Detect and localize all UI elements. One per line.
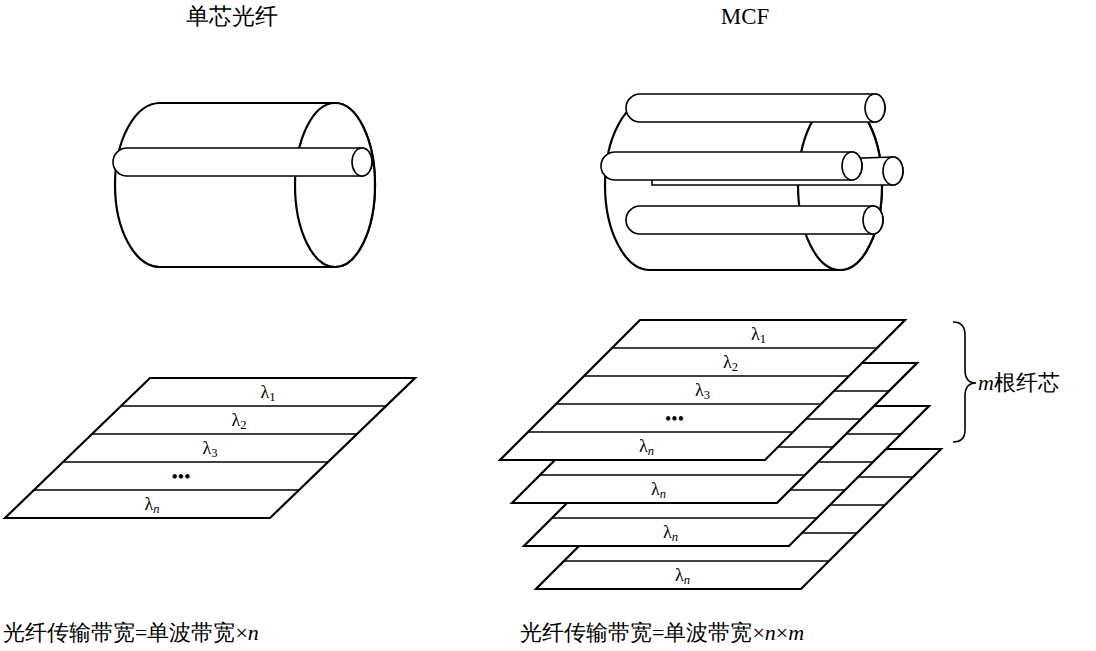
band-divider	[528, 431, 793, 433]
plane-border	[5, 378, 415, 518]
bracket	[953, 322, 976, 442]
band-divider	[592, 532, 857, 534]
band-divider	[63, 461, 328, 463]
figure-title: 单芯光纤	[186, 5, 278, 28]
figure-title: MCF	[721, 5, 770, 28]
bandwidth-caption: 光纤传输带宽=单波带宽×n	[3, 622, 259, 644]
band-divider	[540, 474, 805, 476]
wavelength-label: λn	[651, 480, 666, 501]
wavelength-label: λ1	[260, 383, 275, 404]
wavelength-label: λn	[639, 437, 654, 458]
band-divider	[624, 390, 889, 392]
wavelength-label: λn	[675, 566, 690, 587]
band-divider	[121, 405, 386, 407]
band-divider	[596, 418, 861, 420]
band-divider	[552, 517, 817, 519]
fiber-cladding	[115, 103, 375, 267]
band-divider	[564, 560, 829, 562]
core-end	[883, 157, 903, 185]
wavelength-label: λn	[144, 495, 159, 516]
fiber-core	[113, 148, 372, 176]
band-divider	[34, 489, 299, 491]
plane-border	[536, 449, 941, 589]
band-divider	[556, 403, 821, 405]
wavelength-label: λ3	[202, 439, 217, 460]
band-divider	[612, 347, 877, 349]
band-divider	[584, 375, 849, 377]
wavelength-label: λ1	[751, 325, 766, 346]
core-end	[352, 148, 372, 176]
band-divider	[648, 476, 913, 478]
wavelength-label: λ3	[695, 381, 710, 402]
fiber-core	[601, 152, 862, 180]
core-end	[842, 152, 862, 180]
bandwidth-caption: 光纤传输带宽=单波带宽×n×m	[520, 622, 804, 644]
core-end	[863, 206, 883, 234]
wavelength-label: •••	[172, 468, 191, 486]
band-divider	[608, 461, 873, 463]
wavelength-plane: λ1 λ2 λ3 ••• λn	[500, 320, 905, 460]
wavelength-label: λ2	[723, 353, 738, 374]
fiber-core	[626, 206, 883, 234]
wavelength-label: •••	[665, 410, 684, 428]
bracket-label: m根纤芯	[978, 372, 1060, 394]
band-divider	[92, 433, 357, 435]
band-divider	[620, 504, 885, 506]
fiber-core	[626, 94, 885, 122]
wavelength-label: λ2	[231, 411, 246, 432]
band-divider	[568, 446, 833, 448]
wavelength-plane: λ1 λ2 λ3 ••• λn	[5, 378, 415, 518]
band-divider	[580, 489, 845, 491]
fiber-end-face	[295, 103, 375, 267]
band-divider	[636, 433, 901, 435]
core-end	[865, 94, 885, 122]
wavelength-label: λn	[663, 523, 678, 544]
